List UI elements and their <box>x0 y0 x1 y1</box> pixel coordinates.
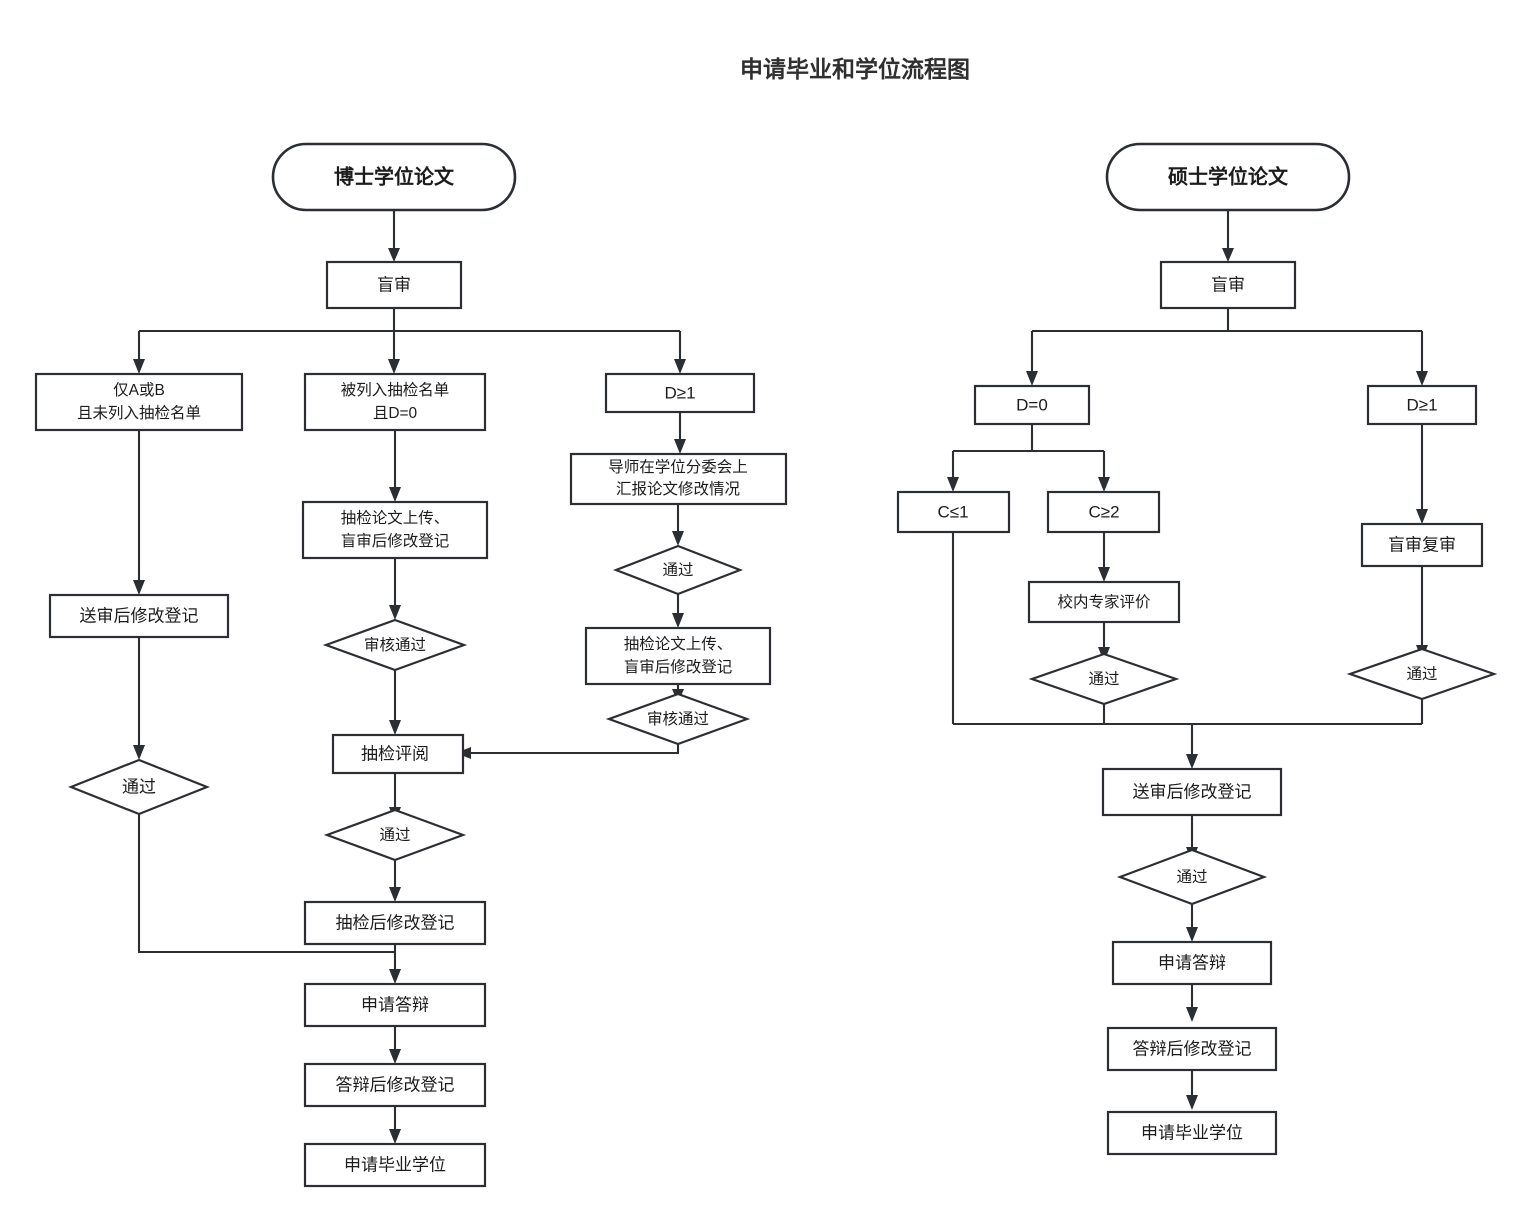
edge-a-merge <box>137 814 394 954</box>
node-master-d0 <box>973 384 1091 426</box>
arrow-bus-mid <box>388 359 400 374</box>
arrow-pass-to-after <box>389 887 401 902</box>
node-master-re-blind <box>1360 522 1484 568</box>
arrow-m-d1-to-re <box>1416 509 1428 524</box>
node-master-pass2-label: 通过 <box>1406 665 1437 683</box>
node-doctoral-apply-defense <box>303 982 487 1028</box>
node-master-c-ge2-label: C≥2 <box>1088 502 1119 521</box>
node-doctoral-c-report <box>569 452 788 506</box>
node-doctoral-post-defense-label: 答辩后修改登记 <box>336 1075 455 1094</box>
node-doctoral-c-pass-label: 通过 <box>662 561 693 579</box>
arrow-audit-to-review <box>389 720 401 735</box>
node-master-re-blind-label: 盲审复审 <box>1388 535 1456 554</box>
arrow-bus-right <box>674 359 686 374</box>
node-doctoral-a-pass-label: 通过 <box>122 777 156 796</box>
node-master-graduate-label: 申请毕业学位 <box>1141 1123 1243 1142</box>
node-doctoral-b-audit-label: 审核通过 <box>364 636 426 654</box>
arrow-m-c-ge2-to-expert <box>1098 567 1110 582</box>
node-doctoral-blind-label: 盲审 <box>377 275 411 294</box>
node-doctoral-b-upload <box>301 500 489 560</box>
node-master-blind-label: 盲审 <box>1211 275 1245 294</box>
node-doctoral-c-report-line1: 导师在学位分委会上 <box>608 458 748 476</box>
node-master-pass3-label: 通过 <box>1176 868 1207 886</box>
node-doctoral-review-label: 抽检评阅 <box>361 744 429 763</box>
node-doctoral-b-upload-line2: 盲审后修改登记 <box>341 532 450 550</box>
node-doctoral-c-upload-line2: 盲审后修改登记 <box>624 658 733 676</box>
node-doctoral-b-upload-line1: 抽检论文上传、 <box>341 509 450 527</box>
node-doctoral-review-pass-label: 通过 <box>379 826 410 844</box>
node-master-post-defense-label: 答辩后修改登记 <box>1133 1039 1252 1058</box>
node-master-pass1-label: 通过 <box>1088 670 1119 688</box>
arrow-upload-to-audit <box>389 605 401 620</box>
node-doctoral-c-report-line2: 汇报论文修改情况 <box>616 480 740 498</box>
node-doctoral-post-defense <box>303 1062 487 1108</box>
node-master-send <box>1101 767 1283 817</box>
edge-caudit-to-review <box>468 744 680 755</box>
node-doctoral-c-audit-label: 审核通过 <box>647 710 709 728</box>
node-doctoral-apply-defense-label: 申请答辩 <box>361 995 429 1014</box>
arrow-m-apply-to-post <box>1186 1007 1198 1022</box>
arrow-a-to-send <box>133 580 145 595</box>
arrow-after-to-apply <box>389 969 401 984</box>
arrow-report-to-pass <box>672 531 684 546</box>
arrow-m-start-to-blind <box>1222 248 1234 262</box>
arrow-m-pass3-to-apply <box>1186 927 1198 942</box>
node-doctoral-blind <box>325 260 463 310</box>
node-doctoral-a-send-label: 送审后修改登记 <box>80 606 199 625</box>
arrow-m-d0-left <box>947 477 959 492</box>
node-doctoral-review <box>331 733 465 775</box>
arrow-m-merge-stem <box>1186 754 1198 769</box>
arrow-apply-to-post <box>389 1049 401 1064</box>
node-doctoral-c-upload-line1: 抽检论文上传、 <box>624 635 733 653</box>
node-master-c-ge2 <box>1046 490 1161 534</box>
node-master-d1-label: D≥1 <box>1406 395 1437 414</box>
node-doctoral-start-label: 博士学位论文 <box>334 164 455 188</box>
node-master-apply-defense-label: 申请答辩 <box>1158 953 1226 972</box>
node-master-d1 <box>1366 384 1478 426</box>
arrow-start-to-blind <box>388 248 400 262</box>
arrow-send-to-pass <box>133 745 145 760</box>
node-doctoral-branch-b-line2: 且D=0 <box>373 405 418 422</box>
arrow-c-to-report <box>674 439 686 454</box>
arrow-bus-left <box>133 359 145 374</box>
node-doctoral-c-upload <box>584 626 772 686</box>
node-doctoral-a-send <box>48 593 230 639</box>
arrow-b-to-upload <box>389 487 401 502</box>
node-master-d0-label: D=0 <box>1016 395 1048 414</box>
arrow-m-post-to-grad <box>1186 1095 1198 1110</box>
arrow-m-bus-right <box>1416 371 1428 386</box>
arrow-cpass-to-upload <box>672 613 684 628</box>
node-doctoral-branch-c-label: D≥1 <box>664 383 695 402</box>
arrow-m-d0-right <box>1098 477 1110 492</box>
node-master-graduate <box>1106 1110 1278 1156</box>
node-doctoral-branch-a-line1: 仅A或B <box>113 381 165 399</box>
node-master-send-label: 送审后修改登记 <box>1133 782 1252 801</box>
node-master-start-label: 硕士学位论文 <box>1168 164 1289 188</box>
node-master-expert-label: 校内专家评价 <box>1057 593 1151 611</box>
node-master-blind <box>1159 260 1297 310</box>
node-doctoral-after-review-label: 抽检后修改登记 <box>336 913 455 932</box>
node-doctoral-graduate <box>303 1142 487 1188</box>
node-doctoral-branch-a-line2: 且未列入抽检名单 <box>77 404 201 422</box>
node-doctoral-graduate-label: 申请毕业学位 <box>344 1155 446 1174</box>
node-master-post-defense <box>1106 1026 1278 1072</box>
node-master-expert <box>1027 580 1181 624</box>
node-master-apply-defense <box>1111 940 1273 986</box>
node-doctoral-after-review <box>303 900 487 946</box>
arrow-post-to-grad <box>389 1129 401 1144</box>
arrow-m-bus-left <box>1026 371 1038 386</box>
page-title: 申请毕业和学位流程图 <box>740 56 970 82</box>
node-doctoral-branch-b-line1: 被列入抽检名单 <box>341 381 450 399</box>
node-master-c-le1-label: C≤1 <box>937 502 968 521</box>
